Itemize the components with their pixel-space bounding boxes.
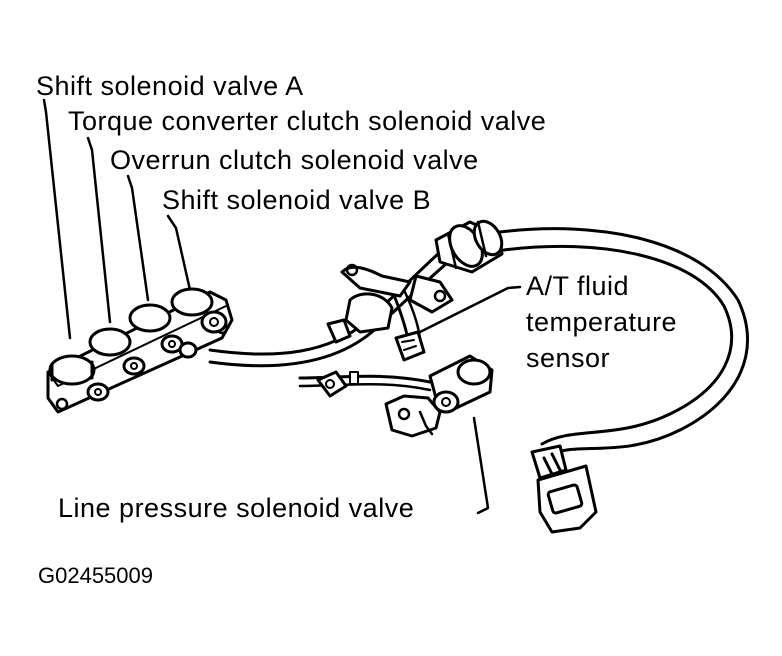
label-line-pressure-solenoid: Line pressure solenoid valve — [58, 493, 415, 523]
overrun-solenoid — [128, 303, 184, 354]
label-at-fluid-line-2: temperature — [526, 307, 678, 337]
harness-grommet — [434, 219, 504, 274]
shift-solenoid-a — [48, 354, 110, 402]
shift-solenoid-b — [170, 287, 228, 334]
label-at-fluid-line-3: sensor — [526, 343, 611, 373]
wire-clip-bracket — [316, 370, 348, 398]
tcc-solenoid — [88, 327, 146, 376]
external-cable — [498, 227, 749, 458]
leader-overrun — [126, 174, 150, 302]
leader-at-fluid — [418, 285, 522, 334]
leader-line-pressure — [472, 416, 490, 515]
wire-line-pressure — [298, 374, 432, 384]
harness-wires — [208, 250, 448, 392]
label-at-fluid-line-1: A/T fluid — [526, 271, 630, 301]
label-overrun-solenoid: Overrun clutch solenoid valve — [110, 145, 479, 175]
leader-shift-a — [42, 98, 72, 340]
figure-code: G02455009 — [38, 563, 153, 588]
leader-shift-b — [166, 214, 192, 292]
label-shift-solenoid-b: Shift solenoid valve B — [162, 185, 432, 215]
label-shift-solenoid-a: Shift solenoid valve A — [36, 71, 304, 101]
label-tcc-solenoid: Torque converter clutch solenoid valve — [68, 106, 547, 136]
line-pressure-solenoid — [384, 354, 494, 438]
leader-tcc — [86, 136, 112, 324]
external-connector — [530, 444, 598, 534]
at-fluid-temperature-sensor — [326, 263, 454, 362]
leader-lines — [42, 98, 522, 515]
solenoid-valve-block — [46, 287, 234, 414]
wire-branch-sensor — [390, 288, 410, 342]
